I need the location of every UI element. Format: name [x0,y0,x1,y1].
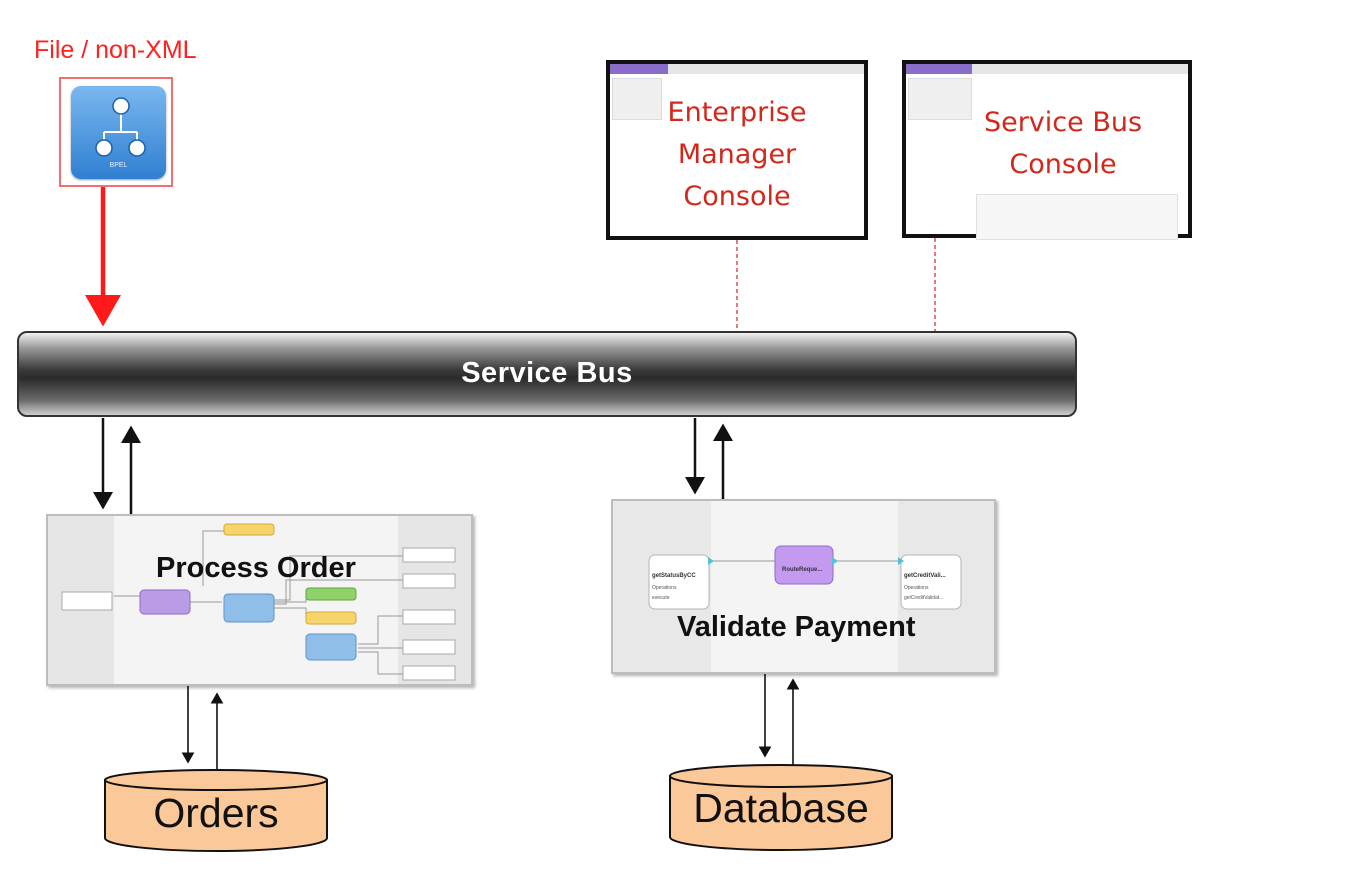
console-title-line: Console [683,181,791,212]
console-screenshot-canvas [976,194,1178,240]
console-screenshot-header [906,64,1188,74]
get-status-by-cc-node: getStatusByCC [652,573,696,579]
console-title-line: Console [1009,149,1117,180]
console-screenshot-nav [908,78,972,120]
file-non-xml-label: File / non-XML [34,36,197,64]
process-order-wiring [61,523,456,681]
payment-database[interactable]: Database [668,763,894,853]
get-credit-validation-node: getCreditVali... [904,573,946,579]
node-row: execute [652,595,670,601]
console-screenshot-nav [612,78,662,120]
console-title-line: Manager [677,139,797,170]
bpel-highlight-frame [59,77,173,187]
enterprise-manager-console[interactable]: Enterprise Manager Console [606,60,868,240]
process-order-composite[interactable]: Process Order [46,514,473,686]
node-row: Operations [652,585,677,591]
bpel-process-icon[interactable]: BPEL [71,86,166,179]
database-label: Database [693,785,869,831]
service-bus[interactable]: Service Bus [17,331,1077,417]
validate-payment-wiring [648,545,962,610]
orders-label: Orders [153,790,279,836]
console-screenshot-header [610,64,864,74]
node-row: Operations [904,585,929,591]
external-references-lane [398,516,471,684]
console-screenshot-tab [906,64,972,74]
route-request-node: RouteReque... [782,567,823,573]
console-title-line: Service Bus [983,107,1143,138]
bpel-tree-icon [95,97,146,157]
validate-payment-composite[interactable]: getStatusByCC Operations execute RouteRe… [611,499,996,674]
service-bus-console[interactable]: Service Bus Console [902,60,1192,240]
cylinder-shape [669,764,893,851]
console-screenshot-tab [610,64,668,74]
process-order-title: Process Order [156,552,356,584]
bpel-icon-caption: BPEL [109,162,128,169]
cylinder-shape [104,769,328,852]
console-title-line: Enterprise [667,97,807,128]
orders-database[interactable]: Orders [103,768,329,854]
validate-payment-title: Validate Payment [677,611,916,643]
node-row: getCreditValidat... [904,595,944,601]
service-bus-label: Service Bus [461,357,633,389]
